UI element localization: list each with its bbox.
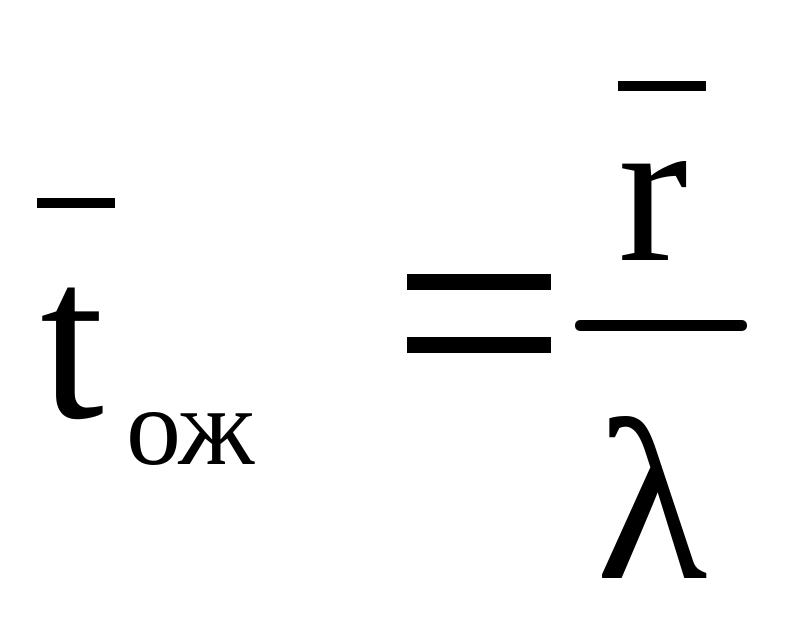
fraction-denominator: λ [596, 373, 708, 628]
lhs-variable: t [40, 212, 104, 467]
fraction-line [575, 320, 747, 331]
r-overbar [618, 81, 706, 91]
equals-sign-top-bar [407, 274, 551, 290]
fraction-numerator: r [618, 74, 688, 306]
equals-sign-bottom-bar [407, 337, 551, 353]
t-overbar [37, 198, 115, 208]
lhs-subscript: ож [126, 366, 255, 488]
